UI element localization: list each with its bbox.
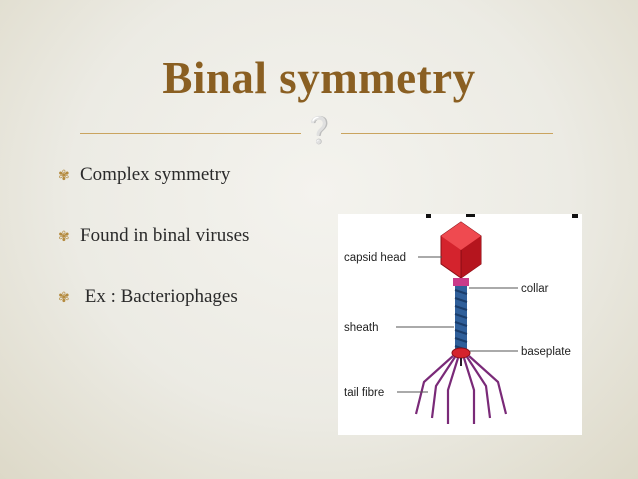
bullet-ornament-icon: ✾ — [58, 229, 70, 245]
label-sheath: sheath — [344, 322, 379, 334]
label-collar: collar — [521, 283, 549, 295]
bullet-text: Complex symmetry — [80, 164, 231, 185]
bacteriophage-diagram: capsid head collar sheath baseplate tail… — [338, 214, 582, 435]
sheath — [454, 286, 468, 351]
label-tail-fibre: tail fibre — [344, 387, 384, 399]
bullet-item: ✾ Found in binal viruses — [58, 221, 249, 282]
bullet-text: Ex : Bacteriophages — [80, 286, 238, 307]
bullet-ornament-icon: ✾ — [58, 290, 70, 306]
slide-title: Binal symmetry — [162, 53, 476, 103]
bullet-list: ✾ Complex symmetry ✾ Found in binal viruse… — [58, 160, 249, 343]
bullet-ornament-icon: ✾ — [58, 168, 70, 184]
title-divider-right — [341, 133, 553, 134]
bullet-item: ✾ Ex : Bacteriophages — [58, 282, 249, 343]
title-divider-left — [80, 133, 301, 134]
ornament-icon: ❔ — [303, 116, 336, 146]
label-capsid-head: capsid head — [344, 252, 406, 264]
label-baseplate: baseplate — [521, 346, 571, 358]
collar — [453, 278, 469, 286]
bullet-item: ✾ Complex symmetry — [58, 160, 249, 221]
capsid-head — [440, 221, 482, 279]
tail-fibres — [414, 355, 508, 424]
bullet-text: Found in binal viruses — [80, 225, 250, 246]
baseplate — [451, 347, 471, 359]
